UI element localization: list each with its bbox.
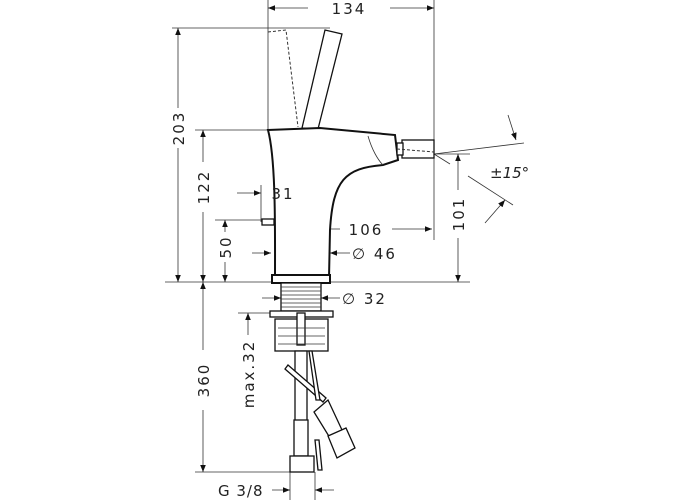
pop-up-knob: [261, 218, 275, 226]
dim-g-3-8: G 3/8: [218, 482, 264, 500]
dimension-labels: 134 203 122 50 101 31 106 ∅ 46 ∅ 32 max.…: [170, 0, 529, 500]
dim-106: 106: [349, 221, 384, 239]
dim-50: 50: [217, 235, 235, 258]
dim-31: 31: [271, 185, 294, 203]
dim-134: 134: [332, 0, 367, 18]
mounting-nut: [274, 312, 329, 352]
dim-diameter-46: ∅ 46: [352, 245, 397, 263]
dim-360: 360: [195, 363, 213, 398]
supply-hoses: [284, 350, 356, 473]
faucet: [261, 29, 435, 473]
lever-alt-position: [267, 29, 299, 128]
lever: [301, 29, 343, 130]
dim-diameter-32: ∅ 32: [342, 290, 387, 308]
dim-203: 203: [170, 111, 188, 146]
dim-122: 122: [195, 170, 213, 205]
dim-max-32: max.32: [240, 340, 258, 409]
dim-angle-15: ±15°: [490, 164, 529, 182]
dim-101: 101: [450, 197, 468, 232]
base-ring: [271, 274, 331, 284]
faucet-body: [266, 126, 400, 279]
spout: [401, 139, 435, 159]
dimension-lines: [175, 5, 517, 493]
threaded-shank: [280, 282, 322, 312]
